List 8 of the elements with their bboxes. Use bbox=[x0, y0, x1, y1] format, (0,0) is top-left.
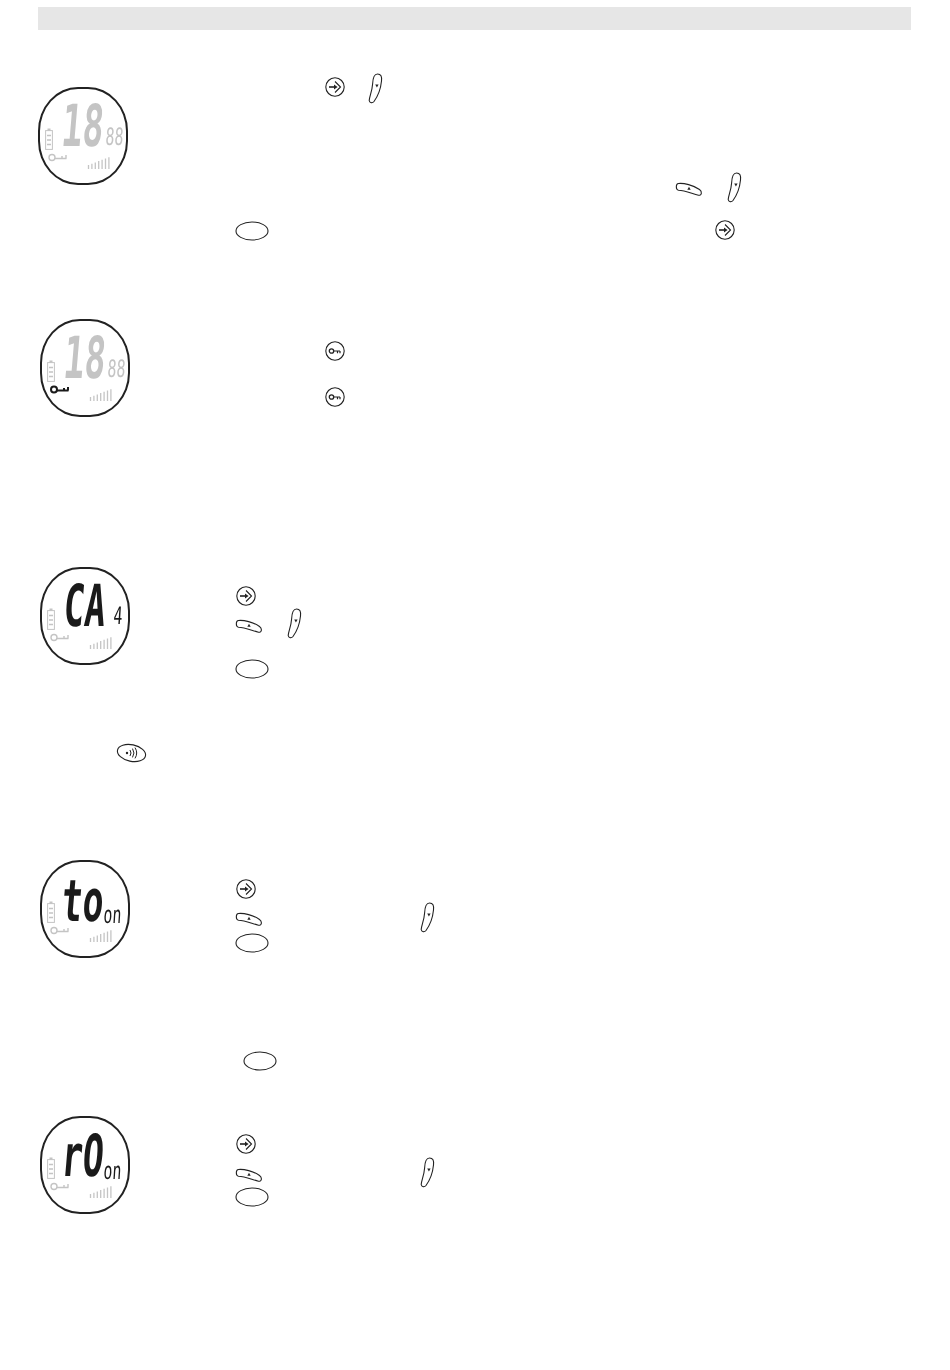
small-display-characters: on bbox=[103, 1162, 123, 1180]
display-characters: 18 bbox=[60, 103, 106, 149]
small-display-characters: 88 bbox=[107, 360, 127, 378]
display-characters: 18 bbox=[62, 335, 108, 381]
small-display-characters: 88 bbox=[105, 128, 125, 146]
small-display-characters: 4 bbox=[113, 607, 124, 625]
small-display-characters: on bbox=[103, 906, 123, 924]
display-characters: CA bbox=[62, 583, 108, 629]
